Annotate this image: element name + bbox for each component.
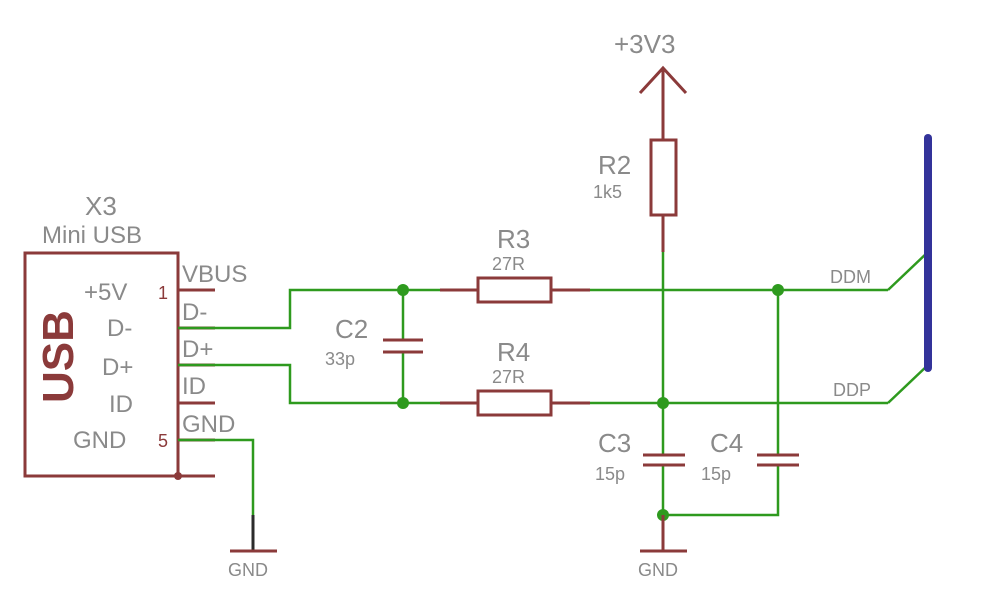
- supply-label: +3V3: [614, 29, 675, 59]
- signal-label-dplus: D+: [182, 336, 213, 363]
- c2-ref: C2: [335, 314, 368, 344]
- inner-label-dminus: D-: [107, 315, 132, 342]
- pin-number-5: 5: [158, 431, 168, 451]
- usb-connector-x3: X3 Mini USB USB +5V D- D+ ID GND 1 5 VBU…: [23, 191, 247, 480]
- net-label-ddp: DDP: [833, 380, 871, 400]
- c4-ref: C4: [710, 428, 743, 458]
- resistor-r2: R2 1k5: [593, 68, 678, 252]
- supply-3v3-symbol: +3V3: [614, 29, 688, 95]
- r2-ref: R2: [598, 150, 631, 180]
- connector-value: Mini USB: [42, 222, 142, 249]
- signal-label-gnd: GND: [182, 411, 235, 438]
- gnd-label-right: GND: [638, 560, 678, 580]
- inner-label-5v: +5V: [84, 279, 127, 306]
- capacitor-c3: C3 15p: [595, 428, 685, 484]
- c2-value: 33p: [325, 349, 355, 369]
- connector-ref: X3: [85, 191, 117, 221]
- r2-value: 1k5: [593, 182, 622, 202]
- r4-value: 27R: [492, 367, 525, 387]
- net-label-ddm: DDM: [830, 267, 871, 287]
- r4-ref: R4: [497, 337, 530, 367]
- inner-label-gnd: GND: [73, 427, 126, 454]
- c4-value: 15p: [701, 464, 731, 484]
- pin-number-1: 1: [158, 283, 168, 303]
- gnd-label-left: GND: [228, 560, 268, 580]
- r3-ref: R3: [497, 224, 530, 254]
- wire-dminus: [178, 288, 475, 330]
- ground-symbol-left: GND: [228, 515, 277, 580]
- connector-body-text: USB: [34, 310, 83, 403]
- signal-label-dminus: D-: [182, 299, 207, 326]
- c3-ref: C3: [598, 428, 631, 458]
- resistor-r3: R3 27R: [440, 224, 590, 304]
- capacitor-c4: C4 15p: [701, 428, 799, 484]
- resistor-r4: R4 27R: [440, 337, 590, 417]
- inner-label-id: ID: [109, 391, 133, 418]
- signal-label-id: ID: [182, 373, 206, 400]
- capacitor-c2: C2 33p: [325, 314, 423, 369]
- wire-dplus: [178, 363, 475, 405]
- inner-label-dplus: D+: [102, 354, 133, 381]
- ground-symbol-right: GND: [638, 515, 687, 580]
- wires: [178, 250, 929, 550]
- wire-gnd-connector: [178, 438, 255, 550]
- c3-value: 15p: [595, 464, 625, 484]
- r3-value: 27R: [492, 254, 525, 274]
- signal-label-vbus: VBUS: [182, 261, 247, 288]
